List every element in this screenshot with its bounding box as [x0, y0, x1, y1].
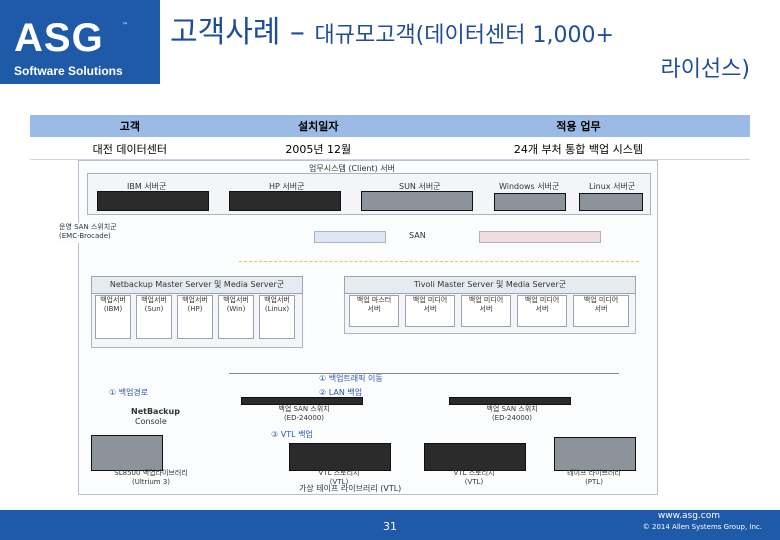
- server-rack-ibm: [97, 191, 209, 211]
- server-sun-label: SUN 서버군: [399, 182, 441, 191]
- footer-copyright: © 2014 Allen Systems Group, Inc.: [642, 523, 762, 531]
- architecture-diagram: 업무시스템 (Client) 서버 IBM 서버군 HP 서버군 SUN 서버군…: [59, 160, 658, 495]
- server-rack-linux: [579, 193, 643, 211]
- footer-bar: [0, 510, 780, 540]
- server-hp-label: HP 서버군: [269, 182, 305, 191]
- backup-san-switch-left-label: 백업 SAN 스위치 (ED-24000): [278, 405, 330, 422]
- customer-table: 고객 설치일자 적용 업무 대전 데이터센터 2005년 12월 24개 부처 …: [30, 115, 750, 160]
- tsm-cell-1: 백업 마스터 서버: [349, 295, 399, 327]
- backup-san-switch-right: [449, 397, 571, 405]
- diagram-bottom-label: 가상 테이프 라이브러리 (VTL): [299, 484, 402, 493]
- dash-connector-top: [239, 261, 639, 262]
- nw-cell-1: 백업서버 (IBM): [95, 295, 131, 339]
- vtl-storage-left-label: VTL 스토리지 (VTL): [318, 469, 360, 486]
- logo-trademark: ™: [122, 22, 128, 29]
- logo-mark: ASG: [14, 16, 104, 60]
- server-rack-sun: [361, 191, 473, 211]
- tivoli-group-header: Tivoli Master Server 및 Media Server군: [344, 276, 636, 294]
- server-ibm-label: IBM 서버군: [127, 182, 167, 191]
- title-line2: 라이선스): [660, 57, 750, 82]
- lan-backup-label: ② LAN 백업: [319, 388, 363, 397]
- netbackup-label: NetBackup: [131, 407, 180, 416]
- server-linux-label: Linux 서버군: [589, 182, 636, 191]
- nw-cell-4: 백업서버 (Win): [218, 295, 254, 339]
- vtl-storage-right: [424, 443, 526, 471]
- tape-library-left: [91, 435, 163, 471]
- tape-library-right-label: 테이프 라이브러리 (PTL): [567, 469, 621, 486]
- tsm-cell-3: 백업 미디어 서버: [461, 295, 511, 327]
- vtl-storage-left: [289, 443, 391, 471]
- backup-san-switch-left: [241, 397, 363, 405]
- server-rack-windows: [494, 193, 566, 211]
- nw-cell-2: 백업서버 (Sun): [136, 295, 172, 339]
- tsm-cell-4: 백업 미디어 서버: [517, 295, 567, 327]
- vtl-backup-label: ③ VTL 백업: [271, 430, 313, 439]
- logo-subtitle: Software Solutions: [14, 64, 123, 78]
- header-application: 적용 업무: [406, 115, 750, 139]
- backup-flow-label: ① 백업경로: [109, 388, 149, 397]
- cell-install-date: 2005년 12월: [229, 138, 407, 160]
- backup-san-switch-right-label: 백업 SAN 스위치 (ED-24000): [486, 405, 538, 422]
- console-label: Console: [135, 417, 167, 426]
- nw-cell-3: 백업서버 (HP): [177, 295, 213, 339]
- title-main: 고객사례 –: [170, 15, 315, 50]
- san-switch-center-a: [314, 231, 386, 243]
- netbackup-group-header: Netbackup Master Server 및 Media Server군: [91, 276, 303, 294]
- cell-application: 24개 부처 통합 백업 시스템: [406, 138, 750, 160]
- header-install-date: 설치일자: [229, 115, 407, 139]
- table-row: 대전 데이터센터 2005년 12월 24개 부처 통합 백업 시스템: [30, 138, 750, 160]
- cell-customer: 대전 데이터센터: [30, 138, 230, 160]
- tsm-cell-2: 백업 미디어 서버: [405, 295, 455, 327]
- footer-url: www.asg.com: [657, 511, 720, 521]
- asg-logo: ASG ™ Software Solutions: [0, 0, 160, 84]
- mid-hline: [229, 373, 619, 374]
- page-number: 31: [383, 520, 397, 533]
- san-switch-center-b: [479, 231, 601, 243]
- header-customer: 고객: [30, 115, 230, 139]
- san-switch-left-label: 운영 SAN 스위치군 (EMC-Brocade): [59, 223, 159, 243]
- tape-library-left-label: SL8500 백업라이브러리 (Ultrium 3): [114, 469, 188, 486]
- table-header-row: 고객 설치일자 적용 업무: [30, 115, 750, 139]
- vtl-storage-right-label: VTL 스토리지 (VTL): [453, 469, 495, 486]
- tape-library-right: [554, 437, 636, 471]
- nw-cell-5: 백업서버 (Linux): [259, 295, 295, 339]
- diagram-top-label: 업무시스템 (Client) 서버: [309, 164, 396, 173]
- server-windows-label: Windows 서버군: [499, 182, 560, 191]
- title-small: 대규모고객(데이터센터 1,000+: [314, 23, 614, 48]
- slide-title: 고객사례 – 대규모고객(데이터센터 1,000+ 라이선스): [170, 12, 750, 83]
- san-center-label: SAN: [409, 231, 426, 240]
- server-rack-hp: [229, 191, 341, 211]
- tsm-cell-5: 백업 미디어 서버: [573, 295, 629, 327]
- backup-traffic-label: ① 백업트래픽 이동: [319, 374, 383, 383]
